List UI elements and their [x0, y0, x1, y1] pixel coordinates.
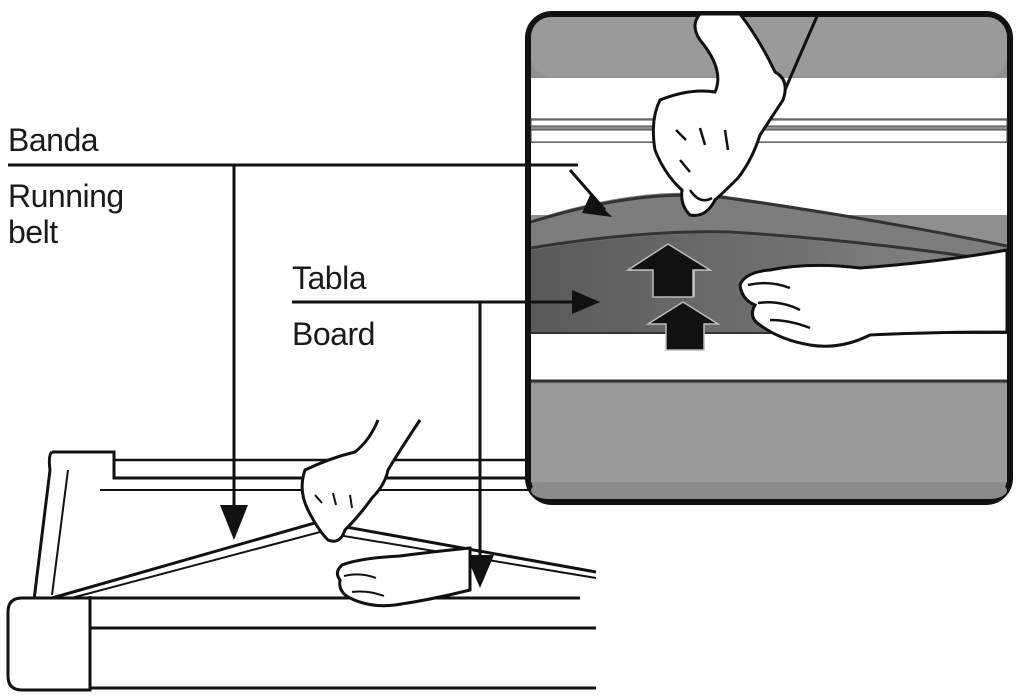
hand-under-belt-icon	[738, 248, 1009, 348]
board-label-spanish: Tabla	[292, 260, 367, 296]
hand-under-belt-main-icon	[335, 546, 472, 608]
board-leader-line	[292, 300, 560, 588]
lift-up-arrow-icon	[625, 243, 721, 351]
board-label-english: Board	[292, 316, 375, 352]
hand-lifting-belt-icon	[651, 12, 820, 217]
inset-detail-view	[525, 11, 1013, 505]
belt-label-spanish: Banda	[8, 122, 99, 158]
belt-leader-line	[8, 163, 578, 540]
treadmill-side-view	[6, 450, 597, 692]
belt-label-english-line2: belt	[8, 214, 58, 250]
belt-label-english-line1: Running	[8, 178, 124, 214]
hand-lifting-belt-main-icon	[300, 419, 422, 543]
